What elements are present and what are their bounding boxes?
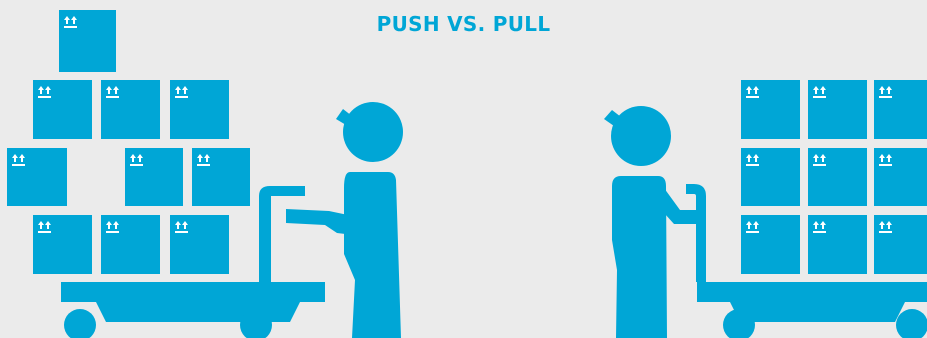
box-icon	[125, 148, 183, 206]
box-icon	[33, 215, 92, 274]
left-person	[286, 102, 403, 338]
box-icon	[808, 80, 867, 139]
box-icon	[741, 80, 800, 139]
left-scene	[7, 10, 403, 338]
box-icon	[170, 80, 229, 139]
box-icon	[33, 80, 92, 139]
box-icon	[101, 80, 160, 139]
cart-wheel	[896, 309, 927, 338]
box-icon	[741, 215, 800, 274]
left-boxes	[7, 10, 250, 274]
box-icon	[808, 215, 867, 274]
cart-wheel	[64, 309, 96, 338]
box-icon	[7, 148, 67, 206]
box-icon	[192, 148, 250, 206]
right-person	[604, 106, 706, 338]
box-icon	[170, 215, 229, 274]
right-boxes	[741, 80, 927, 274]
box-icon	[741, 148, 800, 206]
right-scene	[604, 80, 927, 338]
box-icon	[874, 215, 927, 274]
box-icon	[101, 215, 160, 274]
box-icon	[874, 80, 927, 139]
box-icon	[59, 10, 116, 72]
box-icon	[874, 148, 927, 206]
box-icon	[808, 148, 867, 206]
